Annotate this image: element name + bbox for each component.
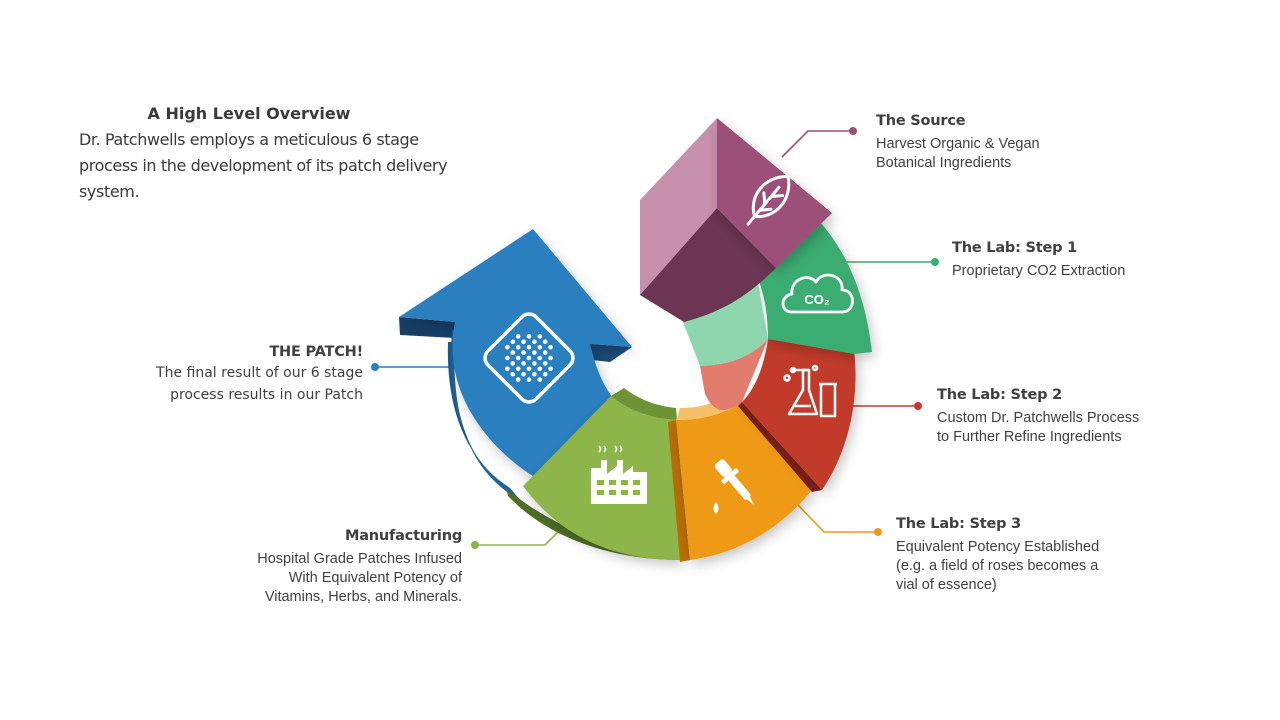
label-manufacturing: Manufacturing Hospital Grade Patches Inf… bbox=[200, 528, 462, 607]
patch-dot bbox=[521, 339, 526, 345]
leaf-icon bbox=[746, 175, 791, 226]
patch-dot bbox=[537, 355, 543, 361]
dot-source bbox=[849, 127, 857, 135]
patch-dot bbox=[510, 361, 516, 366]
label-patch-title: THE PATCH! bbox=[269, 344, 363, 360]
patch-dot bbox=[510, 339, 516, 345]
label-lab3-desc: Equivalent Potency Established (e.g. a f… bbox=[896, 539, 1100, 593]
patch-dot bbox=[515, 344, 521, 350]
label-manufacturing-title: Manufacturing bbox=[344, 528, 462, 544]
dot-patch bbox=[371, 363, 379, 371]
patch-dot bbox=[537, 334, 543, 339]
patch-dot bbox=[542, 361, 548, 366]
segment-patch bbox=[399, 229, 632, 500]
segment-source bbox=[640, 118, 832, 322]
patch-dot bbox=[526, 377, 532, 382]
label-lab3-title: The Lab: Step 3 bbox=[896, 516, 1022, 532]
lab-flasks-icon bbox=[783, 364, 837, 418]
dropper-icon bbox=[714, 459, 755, 505]
patch-dot bbox=[532, 350, 537, 355]
patch-grid-icon bbox=[483, 312, 575, 404]
patch-dot bbox=[505, 355, 510, 361]
label-source-desc: Harvest Organic & Vegan Botanical Ingred… bbox=[876, 136, 1040, 171]
overview-title: A High Level Overview bbox=[147, 104, 351, 123]
overview-block: A High Level Overview Dr. Patchwells emp… bbox=[79, 104, 479, 205]
patch-dot bbox=[510, 371, 516, 377]
patch-dot bbox=[510, 350, 516, 355]
connector-lab3 bbox=[797, 504, 878, 533]
label-lab1-title: The Lab: Step 1 bbox=[952, 240, 1078, 256]
patch-dot bbox=[521, 361, 526, 366]
patch-dot bbox=[515, 355, 521, 361]
patch-dot bbox=[532, 371, 537, 377]
patch-dot bbox=[548, 344, 553, 350]
patch-dot bbox=[548, 366, 553, 372]
label-patch-desc: The final result of our 6 stage process … bbox=[156, 365, 363, 403]
patch-dot bbox=[537, 344, 543, 350]
co2-cloud-icon: CO₂ bbox=[781, 273, 854, 314]
patch-dot bbox=[532, 339, 537, 345]
segment-lab2 bbox=[700, 339, 856, 492]
patch-dot bbox=[521, 371, 526, 377]
patch-dot bbox=[526, 366, 532, 372]
label-source: The Source Harvest Organic & Vegan Botan… bbox=[876, 113, 1136, 173]
segment-manufacturing bbox=[506, 388, 681, 560]
patch-dot bbox=[505, 366, 510, 372]
dot-lab2 bbox=[914, 402, 922, 410]
patch-dot bbox=[505, 344, 510, 350]
label-manufacturing-desc: Hospital Grade Patches Infused With Equi… bbox=[257, 551, 462, 605]
dot-manufacturing bbox=[471, 541, 479, 549]
factory-icon bbox=[591, 445, 647, 504]
patch-dot bbox=[526, 334, 532, 339]
label-lab1: The Lab: Step 1 Proprietary CO2 Extracti… bbox=[952, 240, 1212, 281]
overview-text: Dr. Patchwells employs a meticulous 6 st… bbox=[79, 130, 448, 201]
label-patch: THE PATCH! The final result of our 6 sta… bbox=[100, 344, 363, 406]
label-lab1-desc: Proprietary CO2 Extraction bbox=[952, 263, 1126, 279]
patch-dot bbox=[548, 355, 553, 361]
patch-dot bbox=[515, 377, 521, 382]
patch-dot bbox=[526, 355, 532, 361]
patch-dot bbox=[521, 350, 526, 355]
patch-dot bbox=[532, 361, 537, 366]
dot-lab1 bbox=[931, 258, 939, 266]
patch-dot bbox=[537, 377, 543, 382]
patch-dot bbox=[526, 344, 532, 350]
label-lab3: The Lab: Step 3 Equivalent Potency Estab… bbox=[896, 516, 1176, 595]
label-source-title: The Source bbox=[876, 113, 966, 129]
patch-dot bbox=[542, 339, 548, 345]
dot-lab3 bbox=[874, 528, 882, 536]
label-lab2-desc: Custom Dr. Patchwells Process to Further… bbox=[937, 410, 1140, 445]
patch-dot bbox=[542, 350, 548, 355]
connector-source bbox=[781, 130, 853, 158]
co2-label: CO₂ bbox=[804, 292, 830, 307]
patch-dot bbox=[537, 366, 543, 372]
patch-dot bbox=[515, 366, 521, 372]
patch-dot bbox=[515, 334, 521, 339]
label-lab2: The Lab: Step 2 Custom Dr. Patchwells Pr… bbox=[937, 387, 1217, 447]
patch-dot bbox=[542, 371, 548, 377]
label-lab2-title: The Lab: Step 2 bbox=[937, 387, 1063, 403]
